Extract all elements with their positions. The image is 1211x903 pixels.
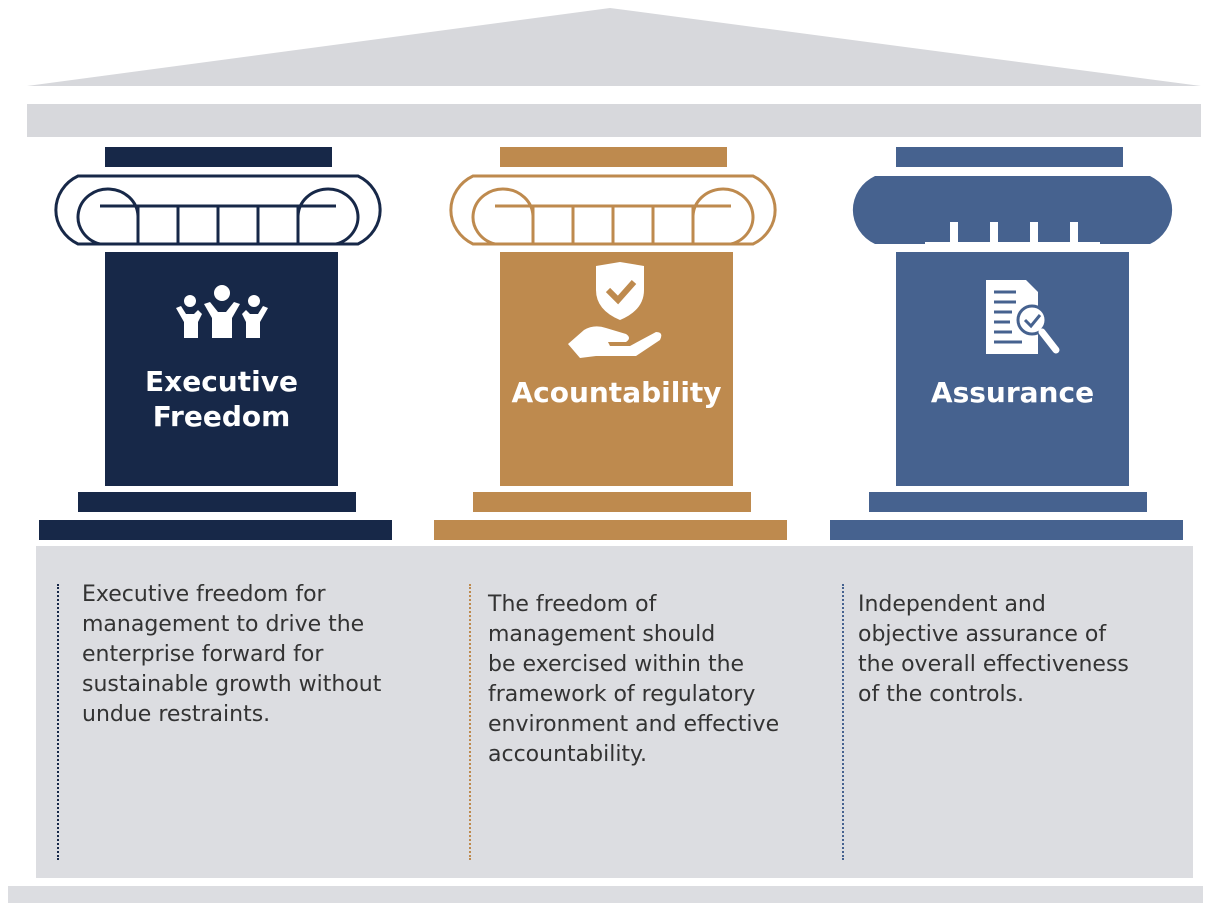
dotted-divider-gold [469,584,471,860]
roof-pediment [27,8,1201,86]
pillar-title-line1: Executive [145,365,298,398]
description-accountability: The freedom of management should be exer… [488,592,780,767]
description-executive-freedom: Executive freedom for management to driv… [82,582,382,727]
hand-shield-check-icon [568,262,662,358]
pillar-title-accountability: Acountability [511,376,722,409]
dotted-divider-navy [57,584,59,860]
capital-executive-freedom [54,174,382,246]
pillar-accountability [434,147,787,540]
pillar-title-line2: Freedom [152,400,291,433]
roof-beam [27,104,1201,137]
dotted-divider-steel [842,584,844,860]
floor-base [8,886,1203,903]
description-assurance: Independent and objective assurance of t… [858,592,1129,707]
people-group-icon [176,285,268,338]
capital-accountability [449,174,777,246]
pillar-title-executive-freedom: Executive Freedom [105,364,338,434]
pillar-executive-freedom [39,147,392,540]
description-panel [36,546,1193,878]
document-magnifier-check-icon [986,280,1060,354]
pillar-title-assurance: Assurance [930,376,1095,409]
capital-assurance [852,176,1173,244]
